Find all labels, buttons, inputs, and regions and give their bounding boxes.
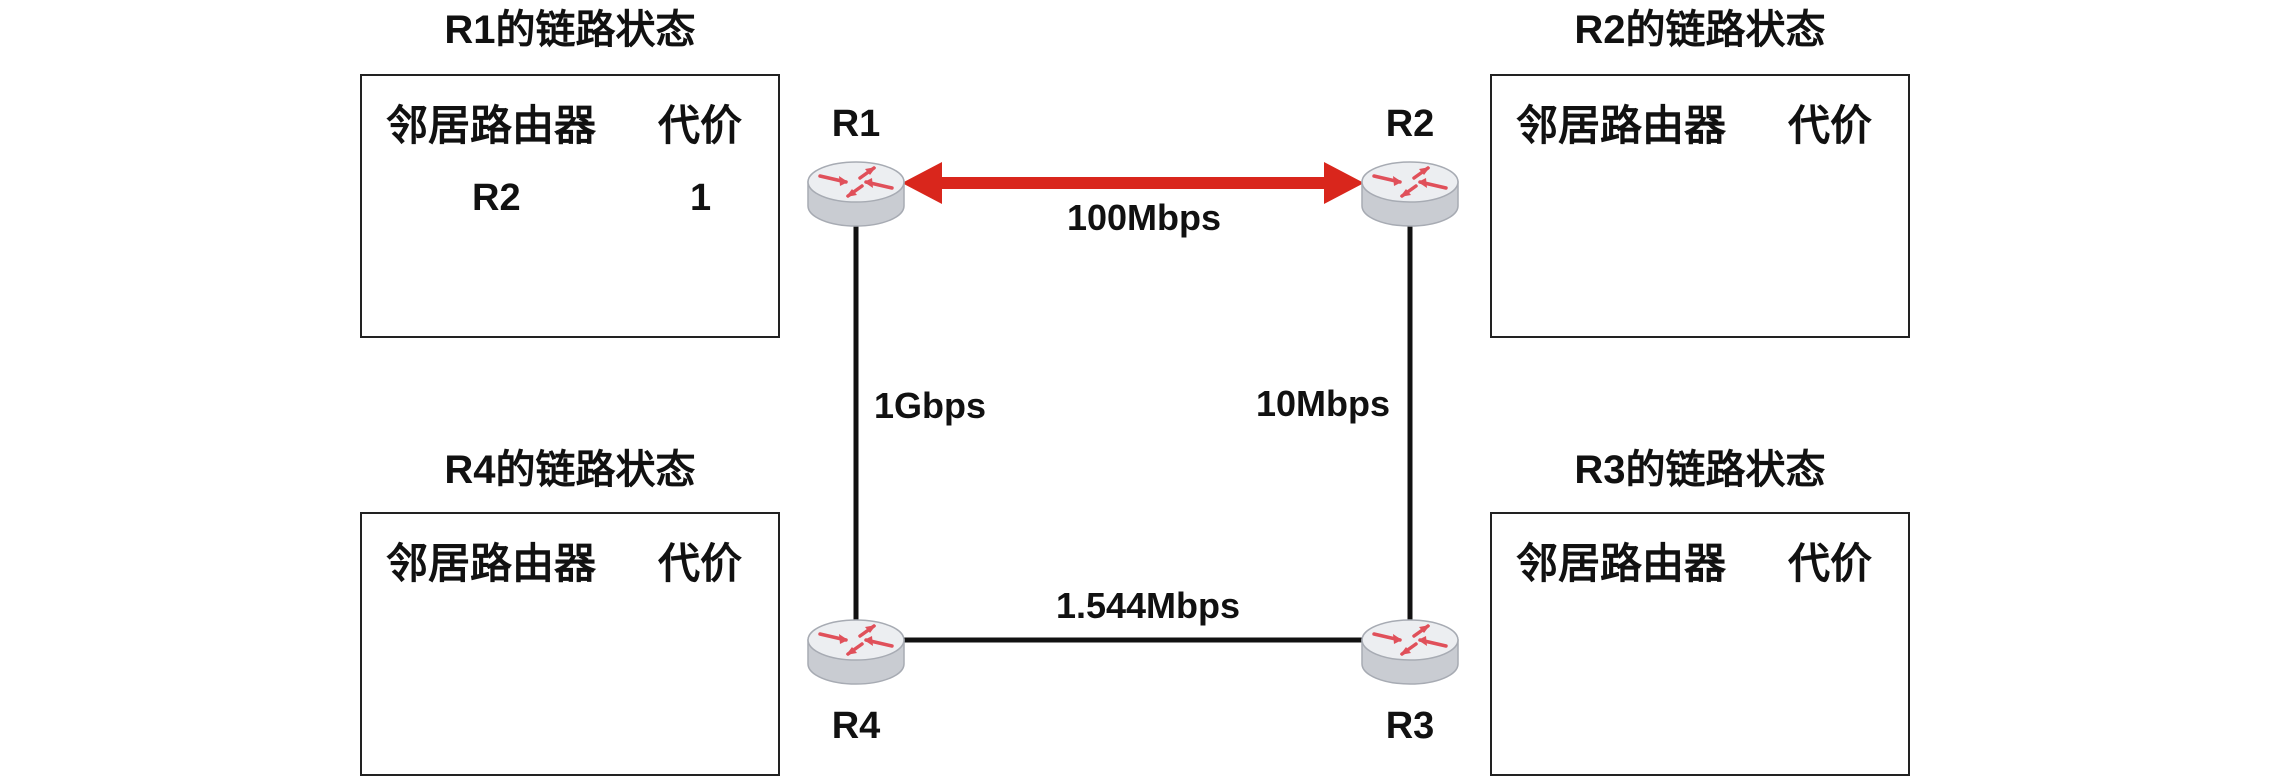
router-r2-label: R2 — [1386, 103, 1435, 145]
panel-r3-title: R3的链路状态 — [1574, 448, 1826, 492]
panel-r2-link-state: 邻居路由器 代价 — [1490, 74, 1910, 338]
link-r1-r4-label: 1Gbps — [874, 385, 986, 426]
router-r1-icon[interactable] — [806, 160, 906, 228]
link-r1-r2-label: 100Mbps — [1067, 197, 1221, 238]
router-r2-icon[interactable] — [1360, 160, 1460, 228]
link-r4-r3-label: 1.544Mbps — [1056, 585, 1240, 626]
link-r2-r3-label: 10Mbps — [1256, 383, 1390, 424]
panel-r4-title: R4的链路状态 — [444, 448, 696, 492]
panel-r4-header-cost: 代价 — [658, 540, 743, 587]
router-r1-label: R1 — [832, 103, 881, 145]
panel-r3-header-cost: 代价 — [1788, 540, 1873, 587]
panel-r1-link-state: 邻居路由器 代价 R2 1 — [360, 74, 780, 338]
panel-r1-row-neighbor: R2 — [472, 177, 521, 219]
panel-r3-link-state: 邻居路由器 代价 — [1490, 512, 1910, 776]
router-r3-icon[interactable] — [1360, 618, 1460, 686]
panel-r2-title: R2的链路状态 — [1574, 8, 1826, 52]
link-r1-r2-highlight — [902, 162, 1364, 204]
router-r4-icon[interactable] — [806, 618, 906, 686]
arrowhead-right — [1324, 162, 1364, 204]
panel-r2-header-neighbor: 邻居路由器 — [1516, 102, 1727, 149]
router-r3-label: R3 — [1386, 705, 1435, 747]
panel-r2-header-cost: 代价 — [1788, 102, 1873, 149]
arrowhead-left — [902, 162, 942, 204]
panel-r4-header-neighbor: 邻居路由器 — [386, 540, 597, 587]
panel-r1-row-cost: 1 — [690, 177, 712, 219]
panel-r3-header-neighbor: 邻居路由器 — [1516, 540, 1727, 587]
panel-r1-header-cost: 代价 — [658, 102, 743, 149]
panel-r4-link-state: 邻居路由器 代价 — [360, 512, 780, 776]
panel-r1-header-neighbor: 邻居路由器 — [386, 102, 597, 149]
panel-r1-title: R1的链路状态 — [444, 8, 696, 52]
router-r4-label: R4 — [832, 705, 881, 747]
